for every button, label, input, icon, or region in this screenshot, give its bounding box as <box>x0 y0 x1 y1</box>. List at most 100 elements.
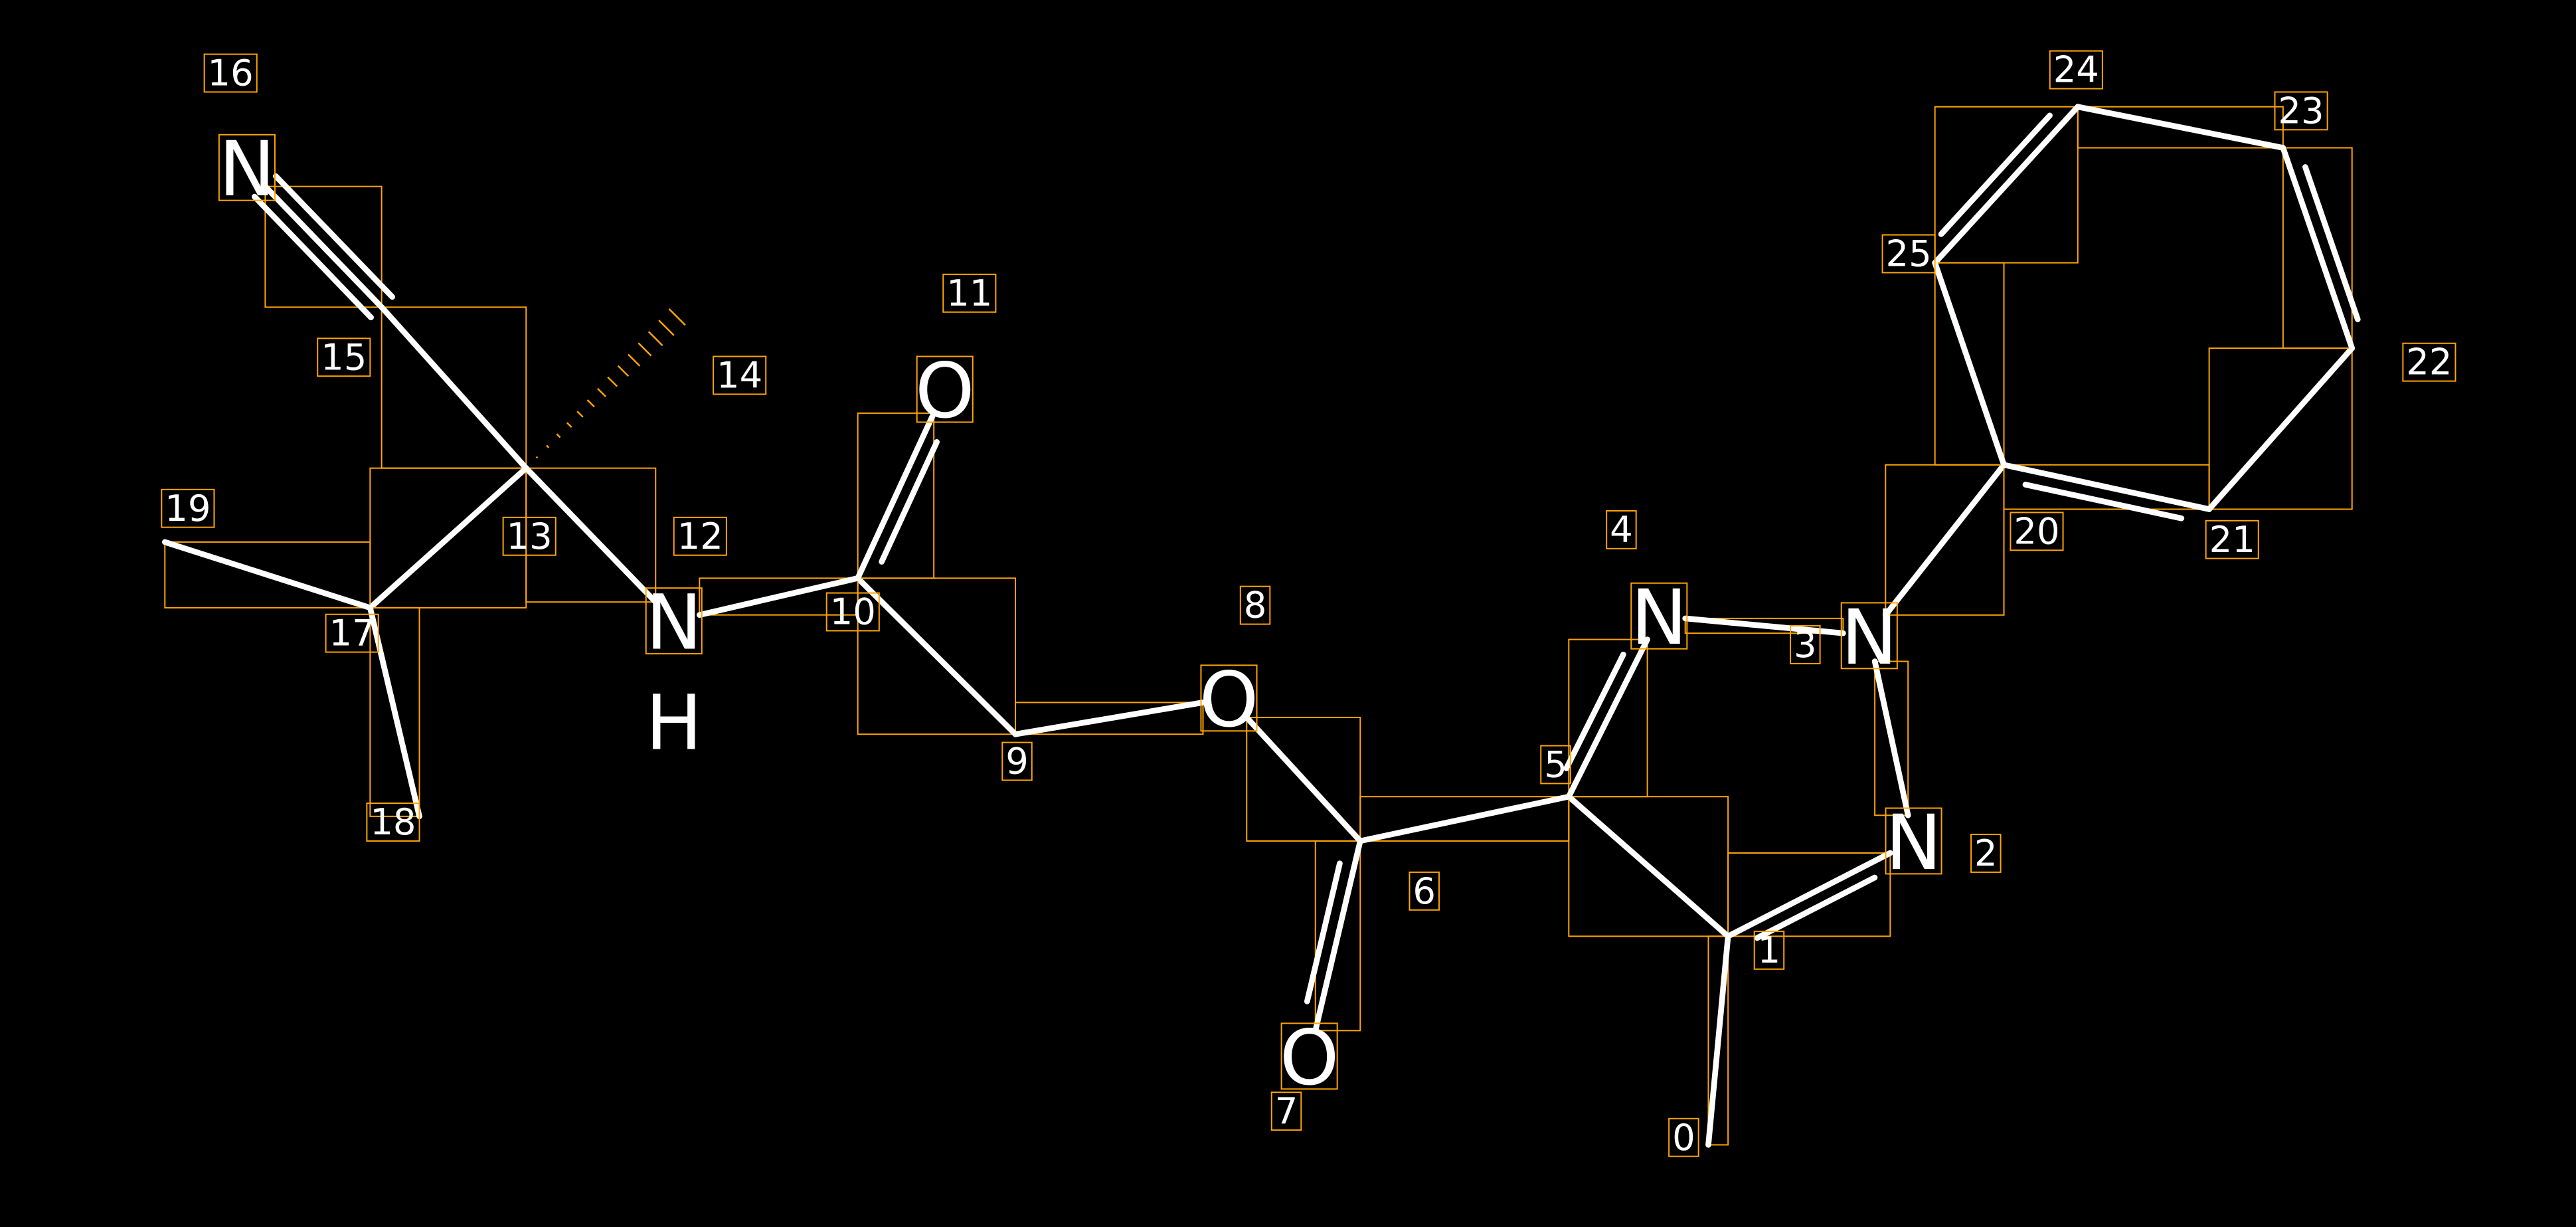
hashed-wedge-bond-segment <box>576 411 584 418</box>
bond-5-1 <box>1565 793 1731 939</box>
atom-13-index: 13 <box>507 516 553 557</box>
index-label-box <box>2402 342 2456 382</box>
bond-bounding-box <box>1246 716 1361 842</box>
bond-bounding-box <box>1568 796 1729 937</box>
hashed-wedge-bond-segment <box>638 342 652 357</box>
atom-8-index: 8 <box>1244 585 1267 626</box>
bond-3-4 <box>1682 615 1846 636</box>
bond-10-12 <box>696 575 861 618</box>
index-label-box <box>1001 741 1033 781</box>
index-label-box <box>2049 50 2103 90</box>
index-label-box <box>1881 234 1936 274</box>
hashed-wedge-bond-segment <box>596 387 606 397</box>
atom-label-box <box>1630 582 1688 650</box>
bond-17-19 <box>161 539 373 611</box>
bond-5-6 <box>1357 793 1572 844</box>
bond-bounding-box <box>1684 617 1844 634</box>
hashed-wedge-bond-segment <box>658 320 675 336</box>
index-label-box <box>1270 1091 1302 1131</box>
bond-6-7 <box>1304 860 1343 1004</box>
hashed-wedge-bond-segment <box>607 376 618 387</box>
bond-bounding-box <box>1934 106 2079 264</box>
bond-23-24 <box>2075 104 2286 151</box>
index-label-box <box>1540 745 1571 785</box>
hashed-wedge-bond-segment <box>586 399 595 408</box>
atom-12-hydrogen: H <box>645 678 703 767</box>
atom-0-index: 0 <box>1672 1117 1695 1159</box>
atom-3-index: 3 <box>1794 624 1817 666</box>
atom-label-box <box>218 134 276 201</box>
bond-bounding-box <box>1874 660 1909 816</box>
atom-15-index: 15 <box>321 336 367 378</box>
bond-1-2 <box>1754 874 1878 941</box>
atom-11-index: 11 <box>946 272 992 314</box>
bond-bounding-box <box>2282 147 2353 349</box>
index-label-box <box>161 488 215 528</box>
atom-20-index: 20 <box>2014 510 2059 552</box>
bond-10-11 <box>855 410 937 581</box>
hashed-wedge-bond-segment <box>668 308 686 326</box>
hashed-wedge-bond-segment <box>617 365 630 377</box>
index-label-box <box>1606 510 1637 549</box>
atom-12-index: 12 <box>677 516 723 557</box>
index-label-box <box>825 592 880 632</box>
atom-2-index: 2 <box>1974 832 1998 874</box>
hashed-wedge-bond-segment <box>628 353 641 367</box>
atom-19-index: 19 <box>165 488 211 529</box>
bond-bounding-box <box>699 577 859 616</box>
index-label-box <box>1790 625 1821 664</box>
atom-11-element: O <box>915 347 975 435</box>
atom-1-index: 1 <box>1758 929 1781 971</box>
bond-4-5 <box>1563 651 1626 771</box>
atom-label-box <box>1885 807 1942 875</box>
bond-1-2 <box>1725 850 1893 939</box>
bond-bounding-box <box>369 607 420 817</box>
atom-9-index: 9 <box>1005 741 1029 783</box>
atom-10-index: 10 <box>830 591 876 633</box>
atom-7-index: 7 <box>1275 1090 1298 1132</box>
index-label-box <box>1239 585 1271 625</box>
bond-bounding-box <box>369 467 527 609</box>
index-label-box <box>317 337 371 377</box>
atom-16-index: 16 <box>208 52 254 94</box>
atom-12-element: N <box>645 579 702 667</box>
bond-13-17 <box>367 465 529 611</box>
bond-24-25 <box>1938 112 2053 237</box>
hashed-wedge-bond-segment <box>647 331 663 347</box>
bond-15-16 <box>262 183 385 310</box>
atom-label-box <box>645 587 703 655</box>
index-label-box <box>366 802 420 842</box>
atom-label-box <box>916 355 974 423</box>
index-label-box <box>2010 512 2064 551</box>
atom-16-element: N <box>218 125 275 213</box>
bond-bounding-box <box>2208 347 2353 510</box>
bond-15-16 <box>273 173 395 300</box>
index-label-box <box>203 53 258 93</box>
bond-17-18 <box>367 605 422 820</box>
atom-25-index: 25 <box>1886 233 1932 275</box>
bond-0-1 <box>1705 933 1731 1148</box>
atom-18-index: 18 <box>370 801 416 843</box>
bond-22-23 <box>2280 145 2356 351</box>
bond-24-25 <box>1932 104 2081 266</box>
atom-label-box <box>1280 1022 1338 1090</box>
bond-22-23 <box>2302 164 2361 323</box>
bond-21-22 <box>2206 345 2356 512</box>
bond-8-9 <box>1012 700 1206 737</box>
atom-3-element: N <box>1841 593 1897 682</box>
bond-13-15 <box>379 304 529 472</box>
atom-4-element: N <box>1631 573 1687 662</box>
atom-label-box <box>1840 602 1898 670</box>
bond-bounding-box <box>857 412 935 579</box>
bond-25-20 <box>1932 260 2007 468</box>
bond-bounding-box <box>264 185 383 308</box>
atom-7-element: O <box>1280 1014 1339 1102</box>
bond-bounding-box <box>164 541 371 609</box>
hashed-wedge-bond-segment <box>546 444 550 448</box>
index-label-box <box>673 516 727 556</box>
bond-20-21 <box>2022 482 2185 521</box>
hashed-wedge-bond-segment <box>566 422 572 428</box>
bond-2-3 <box>1871 658 1911 818</box>
atom-5-index: 5 <box>1544 744 1567 786</box>
